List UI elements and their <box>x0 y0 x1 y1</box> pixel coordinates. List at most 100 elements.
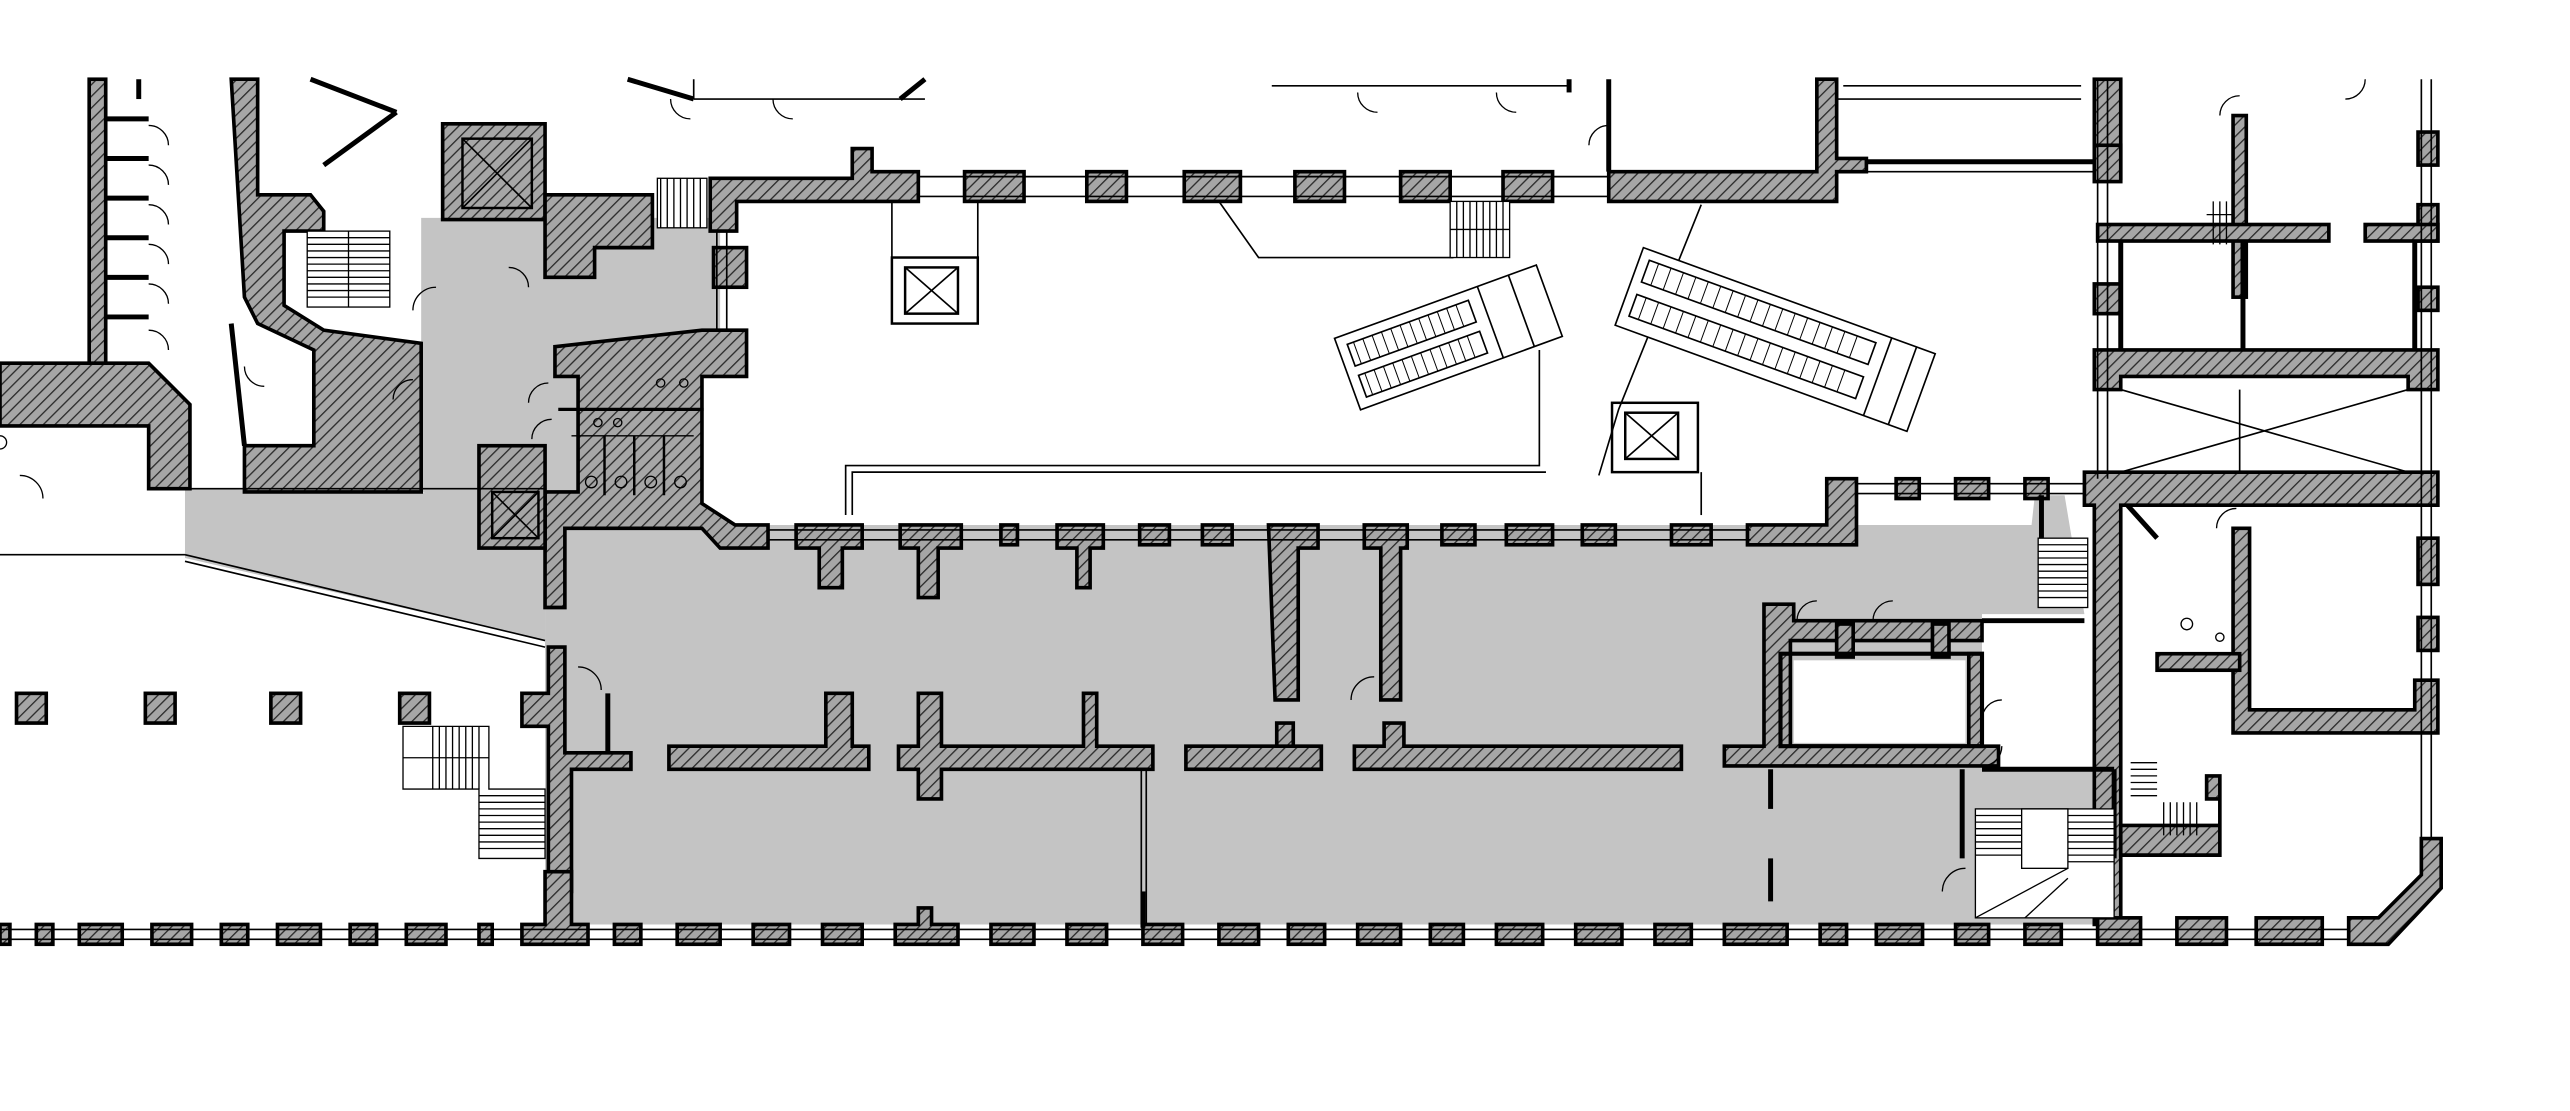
door-icons <box>19 79 2366 892</box>
door-icon <box>1796 600 1817 621</box>
wall-south-pier <box>1573 922 1624 947</box>
wall-north-pillar <box>711 245 749 290</box>
door-icon <box>531 418 552 440</box>
sink-icon <box>2215 632 2225 643</box>
wall-corridor-head <box>543 328 770 610</box>
wall-pier <box>1953 476 1991 501</box>
wall-south-pier <box>1428 922 1466 947</box>
door-icon <box>148 164 170 185</box>
door-icon <box>527 382 549 403</box>
door-icon <box>148 204 170 225</box>
wall-east-crossing <box>2092 348 2440 392</box>
wall-south-pier <box>275 922 323 947</box>
door-icon <box>1872 600 1893 621</box>
toilet-icon <box>614 475 628 489</box>
staircase-icons <box>306 177 2234 919</box>
wall-south-pier <box>1953 922 1991 947</box>
wall-pier <box>1669 523 1713 547</box>
wall-east-edge <box>2416 130 2440 167</box>
elevator-icons <box>461 137 1700 540</box>
wall-south-pier <box>1494 922 1545 947</box>
wall-south-pier <box>1065 922 1109 947</box>
door-icon <box>2345 79 2366 100</box>
wall-south-pier <box>404 922 448 947</box>
wall-west-pier <box>87 77 108 365</box>
door-icon <box>243 366 265 387</box>
wall-west-block <box>0 361 192 491</box>
sink-icon <box>0 435 8 450</box>
staircase-icon <box>2037 537 2089 609</box>
wall-south-west-column <box>143 691 177 725</box>
escalator-icon <box>1614 246 1937 433</box>
wall-south-pier <box>477 922 495 947</box>
elevator-icon <box>461 137 534 210</box>
staircase-icon <box>2206 201 2234 245</box>
elevator-icon <box>890 256 980 325</box>
wall-south-pier <box>820 922 864 947</box>
wall-south-pier <box>1874 922 1925 947</box>
wall-inner-partition <box>1834 622 1855 659</box>
toilet-icon <box>644 475 658 489</box>
escalator-steps <box>1352 263 1858 395</box>
window-lines <box>0 79 2433 941</box>
wall-east-edge <box>2416 615 2440 653</box>
staircase-icon <box>2130 762 2198 836</box>
wall-inner-partition <box>1184 744 1324 772</box>
wall-south-pier <box>612 922 643 947</box>
wall-south-pier <box>1818 922 1849 947</box>
wall-south-pier <box>1286 922 1327 947</box>
toilet-icon <box>2180 617 2194 631</box>
wall-restroom-top <box>543 192 655 280</box>
wall-east-lobby-return <box>1745 476 1859 547</box>
wall-south-west-column <box>14 691 49 725</box>
door-icon <box>148 124 170 146</box>
wall-south-pier <box>893 906 960 947</box>
wall-pier-t <box>898 523 964 600</box>
wall-inner-partition <box>896 691 1155 801</box>
door-icon <box>2219 95 2240 116</box>
wall-east-stair-box <box>2118 774 2222 857</box>
restroom-fixtures <box>0 378 2225 643</box>
wall-north-east-block <box>1606 77 1869 204</box>
wall-south-pier <box>989 922 1036 947</box>
staircase-icon <box>306 230 391 308</box>
wall-pier <box>1894 476 1922 501</box>
door-icon <box>19 474 44 499</box>
wall-east-edge <box>2416 536 2440 587</box>
wall-south-pier <box>77 922 125 947</box>
door-icon <box>1350 676 1375 700</box>
elevator-icon <box>490 490 540 540</box>
wall-south-pier <box>675 922 722 947</box>
wall-south-pier <box>0 922 12 947</box>
door-icon <box>508 266 530 288</box>
wall-inner-partition <box>1274 721 1296 748</box>
highlighted-main-hall <box>545 495 2106 925</box>
wall-south-pier <box>150 922 194 947</box>
escalator-icons <box>1333 246 1937 433</box>
staircase-icon <box>1974 808 2115 919</box>
door-icon <box>412 286 437 311</box>
wall-east-partition <box>2363 222 2440 243</box>
sink-icon <box>679 378 689 388</box>
wall-pier <box>2023 476 2050 501</box>
sink-icon <box>655 378 666 388</box>
highlighted-west-link <box>184 488 546 641</box>
door-icon <box>578 666 602 691</box>
toilet-icon <box>674 475 687 489</box>
wall-pier <box>1137 523 1172 547</box>
wall-south-pier <box>34 922 55 947</box>
wall-south-pier <box>219 922 250 947</box>
door-icon <box>1588 124 1609 146</box>
sink-icon <box>593 417 603 428</box>
door-icon <box>669 99 691 120</box>
staircase-icon <box>402 725 546 860</box>
staircase-icon <box>1449 200 1511 259</box>
wall-pier <box>1200 523 1234 547</box>
door-icon <box>772 99 793 120</box>
wall-south-pier <box>2175 916 2229 947</box>
wall-south-west-stair <box>520 645 633 894</box>
wall-inner-partition <box>667 691 871 772</box>
wall-north-return <box>708 146 921 233</box>
door-icon <box>1981 746 2003 767</box>
